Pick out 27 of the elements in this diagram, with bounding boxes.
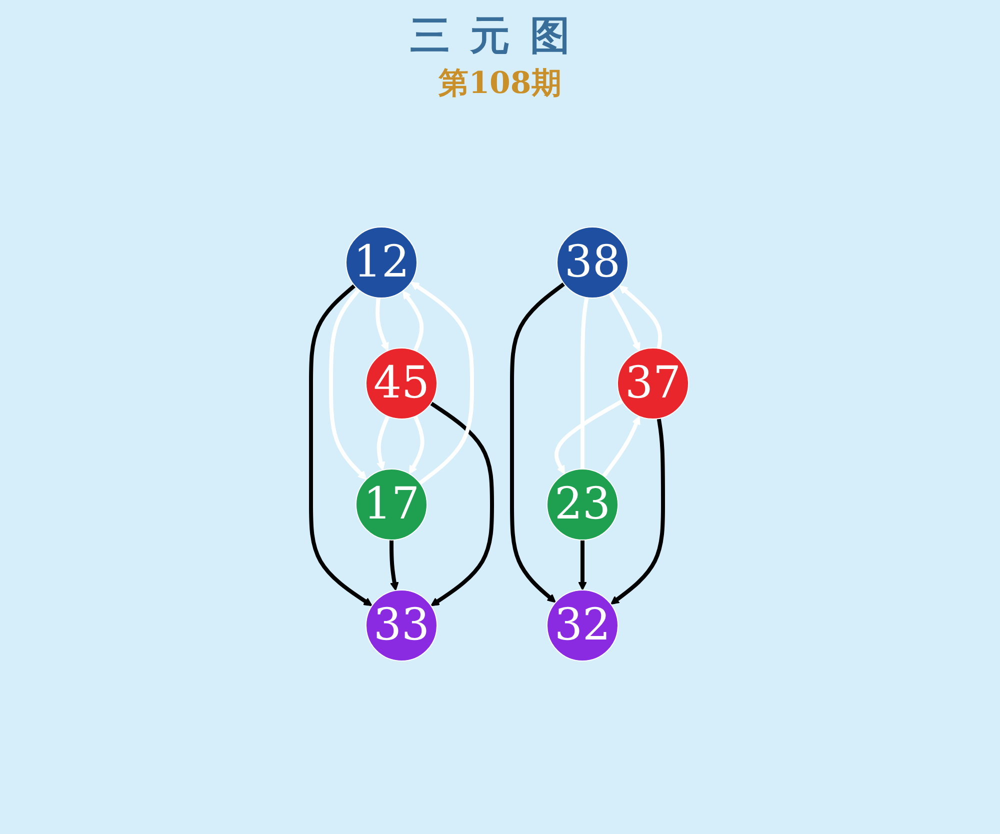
arrow xyxy=(402,290,424,352)
arrow xyxy=(610,418,666,605)
arrow xyxy=(329,288,368,480)
connector xyxy=(580,297,589,469)
arrow xyxy=(390,540,399,591)
arrow xyxy=(554,399,624,474)
node-circle: 38 xyxy=(556,226,629,298)
arrow xyxy=(608,292,641,352)
node-circle: 37 xyxy=(617,348,690,420)
arrow xyxy=(578,540,588,590)
node-circle: 17 xyxy=(356,468,428,540)
arrow xyxy=(602,416,641,478)
arrow xyxy=(510,282,566,603)
arrow xyxy=(376,298,390,352)
node-circle: 33 xyxy=(366,590,438,662)
arrow xyxy=(619,285,662,349)
node-circle: 32 xyxy=(546,590,619,662)
node-circle: 23 xyxy=(546,468,619,540)
title: 三元图 xyxy=(410,11,590,61)
node-circle: 45 xyxy=(366,348,438,420)
arrow xyxy=(410,282,474,485)
issue-label: 第108期 xyxy=(438,65,562,103)
arrow xyxy=(409,415,425,474)
arrow xyxy=(430,402,494,606)
node-circle: 12 xyxy=(346,226,418,298)
arrow xyxy=(309,284,373,606)
arrow xyxy=(376,416,390,470)
